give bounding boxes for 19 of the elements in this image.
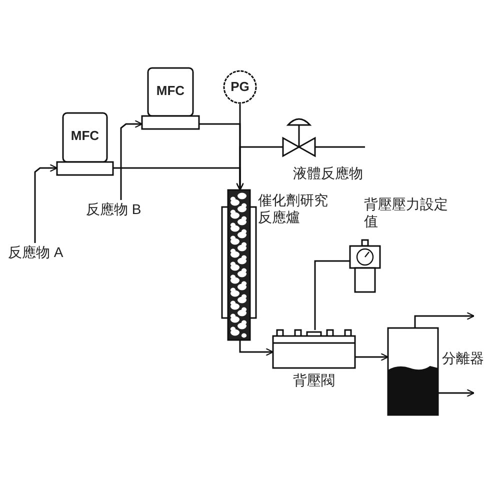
connector-line (315, 146, 365, 148)
connector-line (314, 260, 350, 330)
reactor-label: 催化劑研究反應爐 (258, 192, 329, 226)
arrow (236, 146, 283, 191)
arrow (414, 312, 475, 328)
arrow (120, 120, 143, 200)
stream-label: 液體反應物 (293, 165, 364, 182)
setpoint-label: 背壓壓力設定值 (364, 196, 448, 230)
stream-label: 反應物 B (86, 201, 142, 218)
device-label: MFC (70, 127, 100, 144)
separator-label: 分離器 (442, 350, 485, 367)
arrow (239, 340, 274, 356)
arrow (355, 352, 389, 362)
device-label: MFC (155, 82, 186, 99)
arrow (34, 164, 58, 243)
valve-label: 背壓閥 (292, 372, 336, 389)
gauge-label: PG (230, 78, 250, 95)
arrow (438, 388, 475, 398)
stream-label: 反應物 A (8, 244, 64, 261)
